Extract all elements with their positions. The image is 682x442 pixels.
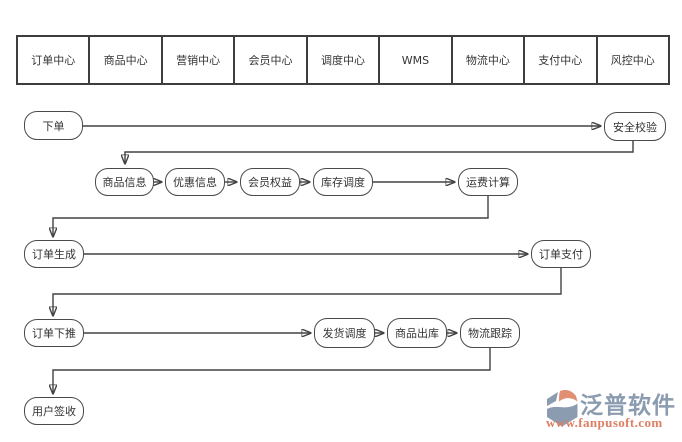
- node-inventory-dispatch: 库存调度: [313, 168, 373, 196]
- header-cell-order-center: 订单中心: [16, 35, 91, 85]
- edge-order-pay-to-order-pushdown: [53, 268, 562, 316]
- node-product-info: 商品信息: [95, 168, 154, 196]
- header-cell-payment-center: 支付中心: [523, 35, 598, 85]
- node-order-pay: 订单支付: [531, 240, 591, 268]
- header-cell-logistics-center: 物流中心: [450, 35, 526, 85]
- node-discount-info: 优惠信息: [165, 168, 225, 196]
- node-freight-calc: 运费计算: [458, 168, 518, 196]
- edge-logistics-tracking-to-user-receipt: [53, 348, 491, 394]
- edge-freight-calc-to-order-generate: [53, 196, 489, 237]
- edge-security-check-to-product-info: [125, 141, 634, 164]
- header-cell-dispatch-center: 调度中心: [305, 35, 381, 85]
- node-place-order: 下单: [24, 111, 83, 140]
- fanpu-logo: 泛普软件 www.fanpusoft.com: [543, 386, 677, 436]
- node-order-generate: 订单生成: [24, 240, 84, 268]
- header-cell-marketing-center: 营销中心: [160, 35, 236, 85]
- header-cell-product-center: 商品中心: [88, 35, 163, 85]
- fanpu-logo-icon: [547, 390, 578, 427]
- node-goods-outbound: 商品出库: [387, 318, 447, 348]
- header-cell-risk-center: 风控中心: [595, 35, 670, 85]
- node-order-pushdown: 订单下推: [24, 319, 84, 347]
- node-security-check: 安全校验: [604, 112, 666, 141]
- center-header-row: 订单中心 商品中心 营销中心 会员中心 调度中心 WMS 物流中心 支付中心 风…: [16, 35, 670, 85]
- node-user-receipt: 用户签收: [24, 397, 84, 425]
- brand-website: www.fanpusoft.com: [546, 415, 663, 430]
- node-member-benefits: 会员权益: [240, 168, 300, 196]
- node-delivery-dispatch: 发货调度: [314, 318, 375, 348]
- node-logistics-tracking: 物流跟踪: [460, 318, 520, 348]
- brand-name: 泛普软件: [580, 393, 676, 419]
